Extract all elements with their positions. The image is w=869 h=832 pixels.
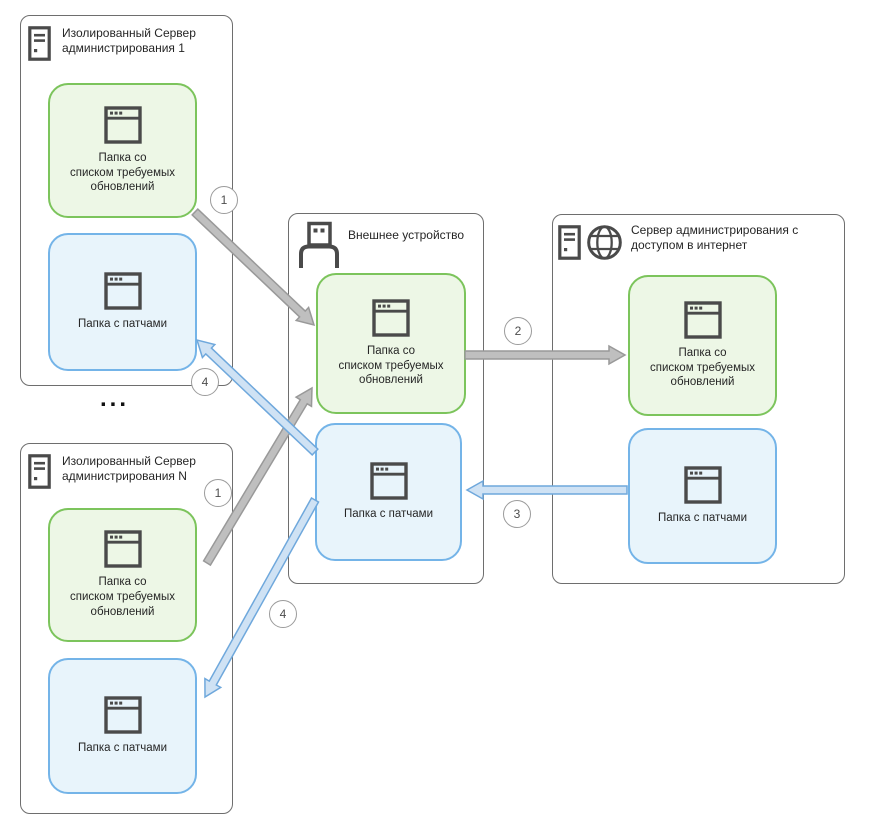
folder-label: Папка со списком требуемых обновлений [69,151,175,194]
folder-updates-external: Папка со списком требуемых обновлений [316,273,466,414]
usb-device-icon [299,221,339,268]
window-folder-icon [103,530,142,569]
header-isolated-server-1: Изолированный Сервер администрирования 1 [28,26,196,61]
window-folder-icon [372,299,410,337]
container-title: Изолированный Сервер администрирования N [62,454,196,483]
header-internet-server: Сервер администрирования с доступом в ин… [558,223,799,261]
folder-label: Папка с патчами [657,512,748,525]
header-external-device: Внешнее устройство [297,220,464,269]
folder-updates-serverN: Папка со списком требуемых обновлений [48,508,197,642]
window-folder-icon [103,272,142,310]
step-badge-1: 1 [210,186,238,214]
folder-label: Папка со списком требуемых обновлений [338,344,444,387]
window-folder-icon [369,462,408,500]
folder-patches-external: Папка с патчами [315,423,462,561]
window-folder-icon [103,106,142,144]
step-badge-1: 1 [204,479,232,507]
step-badge-2: 2 [504,317,532,345]
window-folder-icon [683,301,722,339]
server-icon [558,225,581,260]
folder-patches-serverN: Папка с патчами [48,658,197,794]
container-title: Сервер администрирования с доступом в ин… [631,223,799,252]
header-isolated-server-n: Изолированный Сервер администрирования N [28,454,196,489]
more-servers-ellipsis: ... [100,385,130,412]
folder-label: Папка с патчами [77,318,168,331]
folder-patches-internet: Папка с патчами [628,428,777,564]
globe-icon [587,225,622,260]
folder-label: Папка с патчами [77,742,168,755]
container-title: Внешнее устройство [348,228,465,242]
step-badge-3: 3 [503,500,531,528]
step-badge-4: 4 [269,600,297,628]
window-folder-icon [683,466,722,504]
folder-updates-server1: Папка со списком требуемых обновлений [48,83,197,218]
folder-label: Папка со списком требуемых обновлений [649,346,755,389]
folder-label: Папка со списком требуемых обновлений [69,576,175,618]
folder-label: Папка с патчами [343,508,434,521]
server-icon [28,454,51,489]
container-title: Изолированный Сервер администрирования 1 [62,26,196,55]
window-folder-icon [103,696,142,734]
server-icon [28,26,51,61]
step-badge-4: 4 [191,368,219,396]
folder-patches-server1: Папка с патчами [48,233,197,371]
folder-updates-internet: Папка со списком требуемых обновлений [628,275,777,416]
